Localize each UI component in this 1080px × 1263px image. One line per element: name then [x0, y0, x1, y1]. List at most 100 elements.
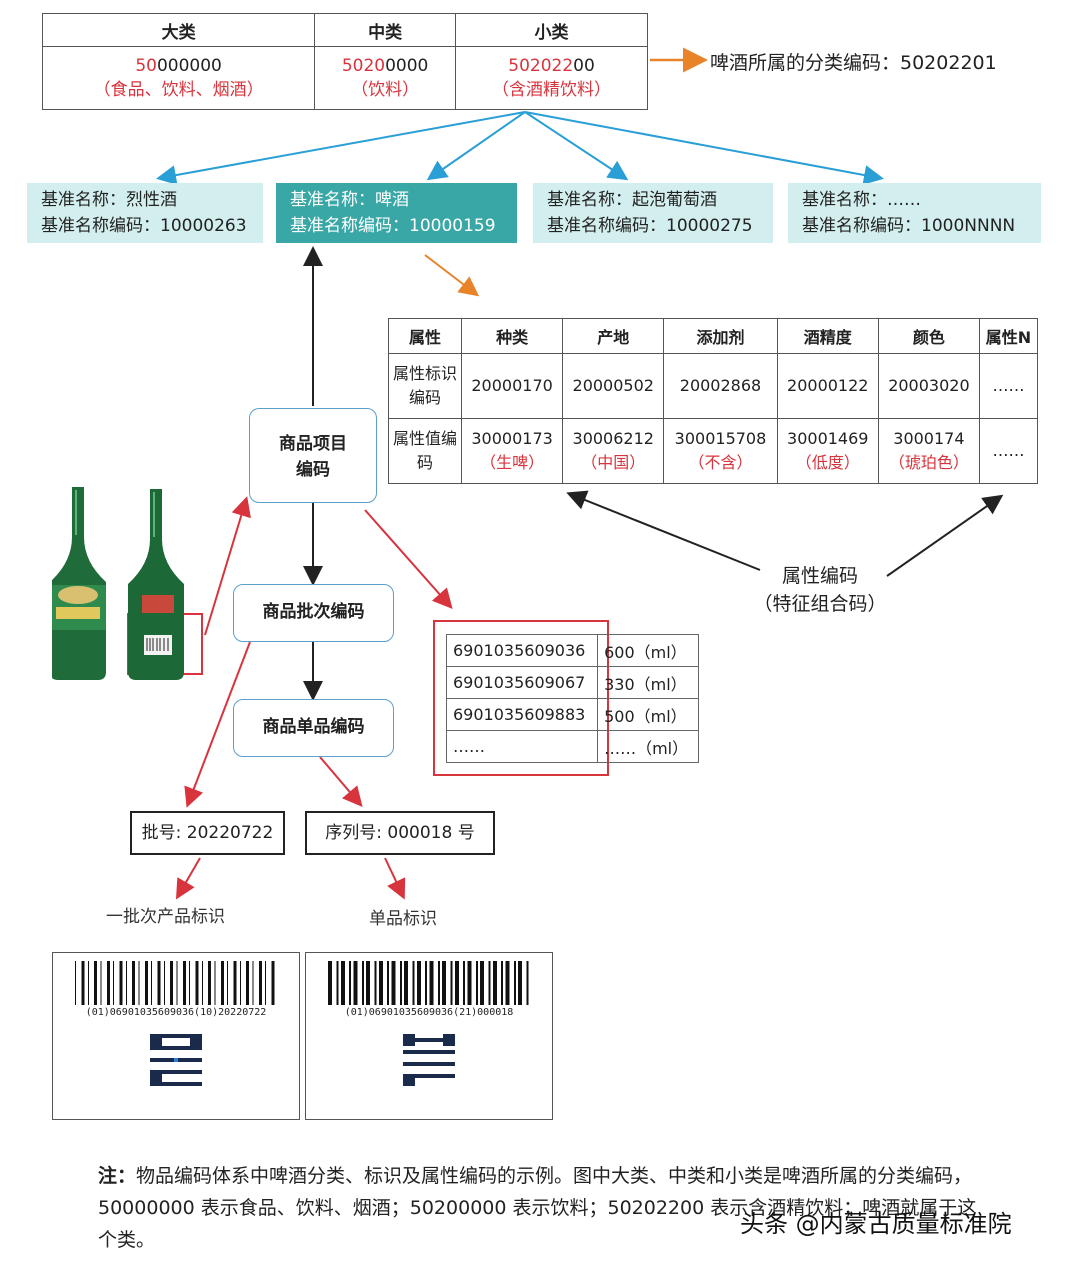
cell-minor: 50202200 （含酒精饮料） — [455, 46, 648, 110]
bottle-right-icon — [128, 489, 184, 680]
code-rest: 000000 — [156, 56, 222, 76]
serial-barcode-icon — [328, 961, 529, 1005]
attr-id: 20000122 — [776, 353, 879, 419]
header-middle: 中类 — [314, 13, 457, 47]
volume-value: 500（ml） — [597, 698, 699, 731]
gtin-value: 6901035609883 — [445, 698, 599, 731]
base-name: 基准名称：烈性酒 — [41, 190, 177, 210]
serial-qr-icon — [403, 1034, 455, 1086]
gtin-value: …… — [445, 730, 599, 763]
code-rest: 0000 — [385, 56, 429, 76]
attr-id: 20003020 — [877, 353, 980, 419]
bottle-left-icon — [52, 487, 106, 680]
base-name: 基准名称：啤酒 — [290, 190, 409, 210]
beer-bottles-image — [52, 487, 184, 680]
base-name-sparkling-wine: 基准名称：起泡葡萄酒 基准名称编码：10000275 — [533, 183, 773, 243]
attr-header: 属性N — [978, 318, 1039, 354]
attr-caption-1: 属性编码 — [781, 565, 858, 587]
attr-caption-2: （特征组合码） — [753, 593, 887, 615]
beer-category-code: 啤酒所属的分类编码：50202201 — [710, 52, 997, 74]
base-name-beer: 基准名称：啤酒 基准名称编码：10000159 — [276, 183, 517, 243]
note-paragraph: 注：物品编码体系中啤酒分类、标识及属性编码的示例。图中大类、中类和小类是啤酒所属… — [98, 1160, 978, 1256]
watermark: 头条 @内蒙古质量标准院 — [740, 1210, 1012, 1238]
attr-value: 30006212 （中国） — [562, 418, 665, 484]
base-name: 基准名称：起泡葡萄酒 — [547, 190, 717, 210]
code-desc: （食品、饮料、烟酒） — [93, 80, 264, 100]
arrow-item-to-barcodes — [364, 509, 453, 609]
batch-caption: 一批次产品标识 — [106, 907, 225, 927]
batch-label-card: (01)06901035609036(10)20220722 — [52, 952, 300, 1120]
batch-barcode-text: (01)06901035609036(10)20220722 — [85, 1007, 267, 1018]
item-code-box: 商品项目编码 — [249, 408, 377, 503]
attr-header: 酒精度 — [776, 318, 879, 354]
attr-value-code: 3000174 — [893, 429, 965, 448]
base-code: 基准名称编码：10000275 — [547, 216, 753, 236]
volume-value: 330（ml） — [597, 666, 699, 699]
cell-major: 50000000 （食品、饮料、烟酒） — [41, 46, 316, 110]
code-highlight: 5020 — [341, 56, 386, 76]
batch-qr-icon — [150, 1034, 202, 1086]
note-text: 物品编码体系中啤酒分类、标识及属性编码的示例。图中大类、中类和小类是啤酒所属的分… — [98, 1165, 977, 1251]
attr-value-code: …… — [992, 441, 1025, 460]
code-desc: （含酒精饮料） — [492, 80, 612, 100]
attr-value: 30001469 （低度） — [776, 418, 879, 484]
attribute-caption: 属性编码 （特征组合码） — [740, 562, 900, 618]
arrow-attr-right — [886, 494, 1004, 577]
gtin-value: 6901035609067 — [445, 666, 599, 699]
volume-value: ……（ml） — [597, 730, 699, 763]
attr-value-desc: （中国） — [581, 453, 646, 472]
attr-header: 颜色 — [877, 318, 980, 354]
header-major: 大类 — [41, 13, 316, 47]
arrow-lot-caption — [175, 857, 201, 900]
attr-id: 20002868 — [663, 353, 778, 419]
base-name-more: 基准名称：…… 基准名称编码：1000NNNN — [788, 183, 1041, 243]
attr-value: 300015708（不含） — [663, 418, 778, 484]
arrow-to-base-3 — [524, 111, 629, 181]
note-prefix: 注： — [98, 1165, 137, 1187]
classification-table: 大类 中类 小类 50000000 （食品、饮料、烟酒） 50200000 （饮… — [41, 13, 648, 110]
attr-row-label: 属性值编码 — [388, 418, 462, 484]
code-rest: 00 — [573, 56, 595, 76]
attr-value-code: 30001469 — [787, 429, 869, 448]
volume-value: 600（ml） — [597, 634, 699, 667]
attr-value: 30000173 （生啤） — [460, 418, 564, 484]
cell-middle: 50200000 （饮料） — [314, 46, 457, 110]
attr-id: 20000502 — [562, 353, 665, 419]
attr-value-desc: （琥珀色） — [888, 453, 969, 472]
serial-label-card: (01)06901035609036(21)000018 — [305, 952, 553, 1120]
code-desc: （饮料） — [351, 80, 420, 100]
attr-value-code: 30006212 — [572, 429, 654, 448]
unit-code-box: 商品单品编码 — [233, 699, 394, 757]
attr-value: 3000174 （琥珀色） — [877, 418, 980, 484]
attr-value-code: 30000173 — [471, 429, 553, 448]
base-code: 基准名称编码：10000159 — [290, 216, 496, 236]
arrow-to-attributes — [424, 254, 480, 297]
arrow-to-base-2 — [426, 111, 526, 181]
serial-barcode-text: (01)06901035609036(21)000018 — [344, 1007, 514, 1018]
attr-row-label: 属性标识编码 — [388, 353, 462, 419]
attr-value-desc: （低度） — [795, 453, 860, 472]
header-minor: 小类 — [455, 13, 648, 47]
attr-value: …… — [978, 418, 1039, 484]
base-name: 基准名称：…… — [802, 190, 921, 210]
arrow-attr-left — [566, 490, 761, 571]
attr-header: 属性 — [388, 318, 462, 354]
serial-number-box: 序列号: 000018 号 — [305, 811, 495, 855]
serial-caption: 单品标识 — [369, 909, 437, 929]
base-name-spirits: 基准名称：烈性酒 基准名称编码：10000263 — [27, 183, 263, 243]
gtin-value: 6901035609036 — [445, 634, 599, 667]
attr-id: …… — [978, 353, 1039, 419]
item-code-label: 商品项目编码 — [279, 434, 347, 480]
attr-header: 产地 — [562, 318, 665, 354]
base-code: 基准名称编码：10000263 — [41, 216, 247, 236]
base-code: 基准名称编码：1000NNNN — [802, 216, 1016, 236]
arrow-serial-caption — [384, 857, 406, 900]
arrow-bottle-to-item — [204, 496, 251, 636]
batch-code-box: 商品批次编码 — [233, 584, 394, 642]
attr-value-desc: （生啤） — [480, 453, 545, 472]
code-highlight: 502022 — [508, 56, 574, 76]
batch-number-box: 批号: 20220722 — [130, 811, 285, 855]
arrow-to-base-1 — [156, 111, 526, 185]
